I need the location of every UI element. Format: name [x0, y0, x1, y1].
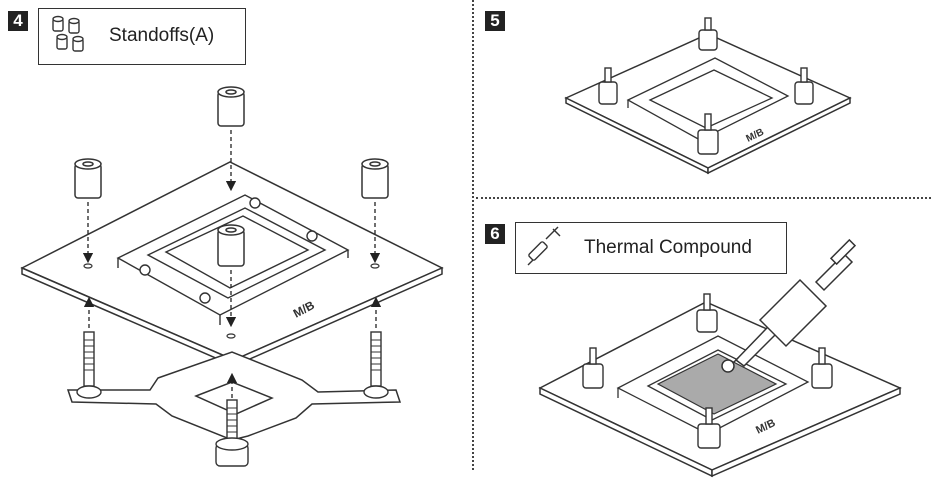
step4-backplate	[66, 351, 402, 441]
step-4-badge: 4	[8, 11, 28, 31]
thermal-compound-area	[656, 353, 778, 415]
vertical-divider	[472, 0, 474, 470]
step4-standoffs	[74, 86, 389, 267]
step-5-badge: 5	[485, 11, 505, 31]
step-6-badge: 6	[485, 224, 505, 244]
step6-syringe	[721, 238, 857, 373]
standoffs-icon	[52, 15, 84, 52]
step4-screws	[76, 331, 389, 467]
step-4-label: Standoffs(A)	[109, 25, 215, 46]
step6-standoffs	[582, 293, 833, 449]
step-4-label-box: Standoffs(A)	[38, 8, 246, 65]
step-6-label-box: Thermal Compound	[515, 222, 787, 274]
step-6-label: Thermal Compound	[584, 237, 752, 258]
horizontal-divider	[476, 197, 931, 199]
step5-standoffs	[598, 17, 814, 155]
syringe-icon	[527, 226, 561, 266]
